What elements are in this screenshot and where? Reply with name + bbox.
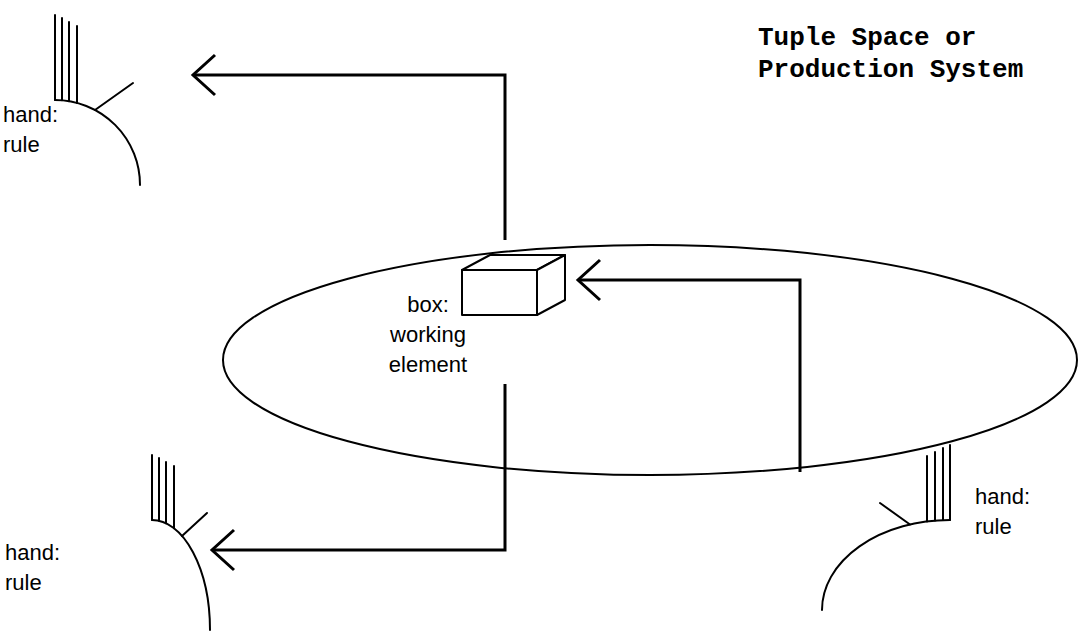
tuple-space-ellipse: Tuple Space or Production System box: wor… <box>222 20 1079 478</box>
working-element-box: box: working element <box>378 240 578 384</box>
hand-symbol <box>822 445 950 610</box>
arrowhead <box>212 530 234 570</box>
flow-arrow <box>193 55 505 240</box>
arrowhead <box>193 55 215 95</box>
node-label: hand: rule <box>975 482 1045 542</box>
connector-line <box>578 280 800 472</box>
flow-arrow <box>212 384 505 570</box>
hand-rule: hand: rule <box>0 455 212 632</box>
connector-line <box>193 75 505 240</box>
hand-symbol <box>152 455 210 630</box>
flow-arrow <box>578 260 800 472</box>
hand-rule: hand: rule <box>3 10 193 190</box>
hand-rule: hand: rule <box>790 472 1049 617</box>
node-label: hand: rule <box>5 538 75 598</box>
hand-symbol <box>55 15 140 185</box>
node-label: hand: rule <box>3 100 73 160</box>
ellipse-outline <box>222 20 1079 478</box>
connector-line <box>212 384 505 550</box>
arrowhead <box>578 260 600 300</box>
ellipse-outline <box>223 245 1077 475</box>
node-label: box: working element <box>378 290 478 380</box>
cube-symbol <box>462 255 565 315</box>
region-heading: Tuple Space or Production System <box>758 22 1058 86</box>
